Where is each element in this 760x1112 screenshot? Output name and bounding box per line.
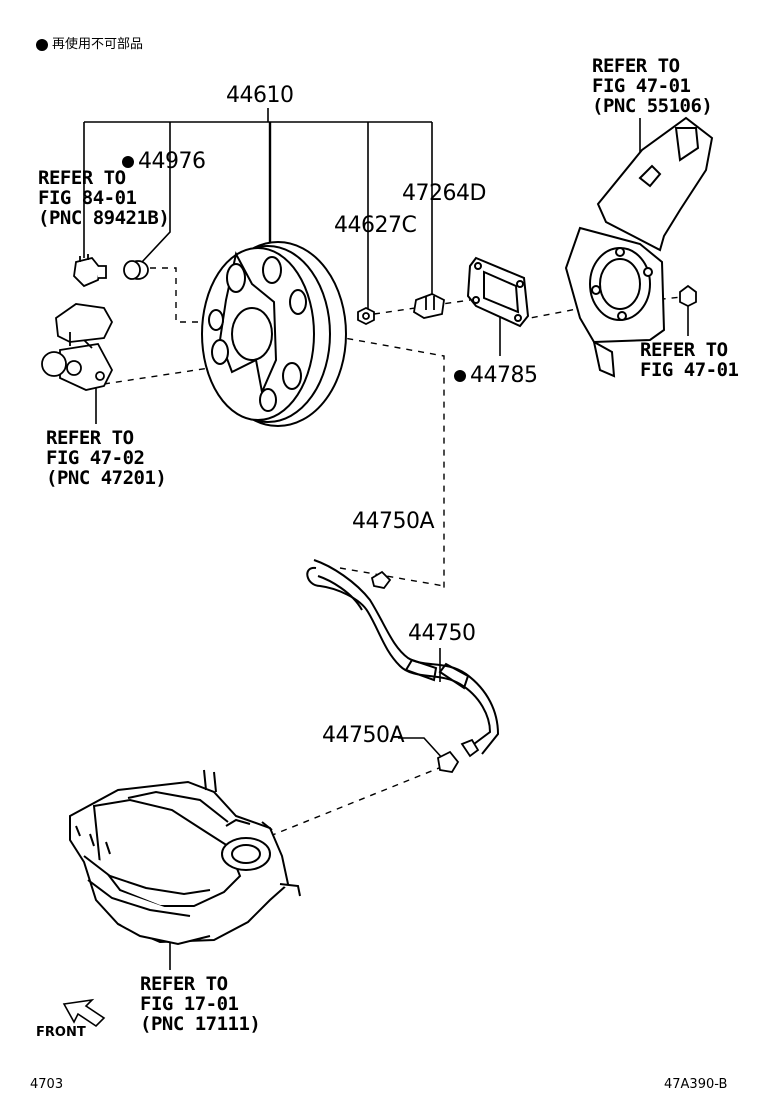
ref-line: FIG 47-02: [46, 447, 145, 469]
ref-line: REFER TO: [640, 339, 728, 361]
part-44976-label[interactable]: 44976: [122, 150, 206, 174]
part-44610-label[interactable]: 44610: [226, 83, 294, 108]
ref-line: FIG 17-01: [140, 993, 239, 1015]
front-arrow-icon: [62, 998, 106, 1028]
ref-line: REFER TO: [140, 973, 228, 995]
hose-clamp-top: [370, 570, 392, 589]
part-44750a-bottom-label[interactable]: 44750A: [322, 723, 405, 748]
non-reusable-dot-icon: [36, 38, 48, 51]
ref-line: FIG 47-01: [592, 75, 691, 97]
ref-line: REFER TO: [592, 55, 680, 77]
ref-line: FIG 84-01: [38, 187, 137, 209]
intake-manifold: [69, 769, 301, 946]
ref-line: (PNC 47201): [46, 467, 167, 489]
ref-line: (PNC 17111): [140, 1013, 261, 1035]
footer-figure-code: 47A390-B: [664, 1077, 728, 1092]
nut-44627c: [357, 306, 375, 326]
ref-47-01-right[interactable]: REFER TO FIG 47-01: [640, 339, 739, 381]
footer-page-code: 4703: [30, 1077, 64, 1092]
brake-booster: [201, 241, 347, 427]
right-nut: [679, 284, 697, 308]
ref-17-01[interactable]: REFER TO FIG 17-01 (PNC 17111): [140, 973, 261, 1035]
ref-47-01-top[interactable]: REFER TO FIG 47-01 (PNC 55106): [592, 55, 713, 117]
grommet-44976: [123, 260, 149, 280]
part-44785-label[interactable]: 44785: [454, 364, 538, 388]
ref-line: (PNC 89421B): [38, 207, 170, 229]
legend-text: 再使用不可部品: [52, 37, 144, 52]
ref-47-02[interactable]: REFER TO FIG 47-02 (PNC 47201): [46, 427, 167, 489]
part-44750-label[interactable]: 44750: [408, 621, 476, 646]
non-reusable-dot-icon: [454, 370, 466, 382]
master-cylinder: [41, 303, 114, 391]
ref-line: FIG 47-01: [640, 359, 739, 381]
vacuum-hose: [306, 559, 500, 755]
ref-line: REFER TO: [46, 427, 134, 449]
non-reusable-dot-icon: [122, 156, 134, 168]
sensor-part: [73, 254, 107, 288]
clip-47264d: [413, 293, 445, 319]
ref-line: (PNC 55106): [592, 95, 713, 117]
ref-line: REFER TO: [38, 167, 126, 189]
ref-84-01[interactable]: REFER TO FIG 84-01 (PNC 89421B): [38, 167, 170, 229]
part-44627c-label[interactable]: 44627C: [334, 213, 417, 238]
part-47264d-label[interactable]: 47264D: [402, 181, 486, 206]
hose-clamp-bottom: [437, 738, 480, 773]
front-label: FRONT: [36, 1025, 86, 1040]
legend: 再使用不可部品: [36, 38, 143, 52]
mounting-bracket: [564, 116, 714, 378]
gasket-44785: [466, 256, 530, 328]
part-44750a-top-label[interactable]: 44750A: [352, 509, 435, 534]
